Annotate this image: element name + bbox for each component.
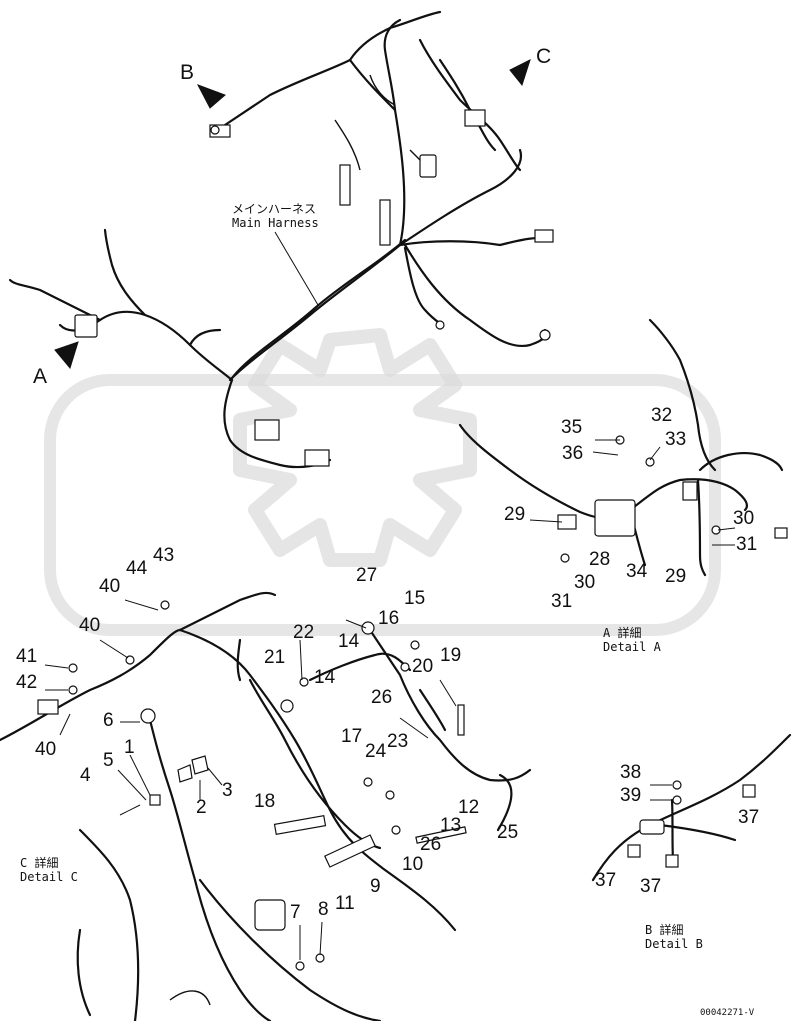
detail-b-jp: B 詳細 xyxy=(645,923,684,937)
lower-harness-assembly xyxy=(0,591,532,1021)
callout-37a: 37 xyxy=(738,807,760,828)
callout-30a: 30 xyxy=(574,572,596,593)
callout-43: 43 xyxy=(153,545,175,566)
callout-23: 23 xyxy=(387,731,409,752)
callout-8: 8 xyxy=(318,899,329,920)
callout-39: 39 xyxy=(620,785,642,806)
callout-40b: 40 xyxy=(79,615,101,636)
callout-6: 6 xyxy=(103,710,114,731)
callout-13: 13 xyxy=(440,815,462,836)
main-harness-leader xyxy=(274,231,319,306)
detail-b-assembly xyxy=(591,733,792,882)
callout-24: 24 xyxy=(365,741,387,762)
watermark-gear xyxy=(44,328,721,636)
main-harness-jp: メインハーネス xyxy=(232,202,317,216)
callout-40c: 40 xyxy=(35,739,57,760)
drawing-number: 00042271-V xyxy=(700,1008,755,1018)
callout-26a: 26 xyxy=(371,687,393,708)
callout-14b: 14 xyxy=(314,667,336,688)
callout-38: 38 xyxy=(620,762,642,783)
callout-1: 1 xyxy=(124,737,135,758)
view-arrows xyxy=(54,59,531,370)
callout-19: 19 xyxy=(440,645,462,666)
main-harness-assembly xyxy=(8,10,554,469)
callout-31b: 31 xyxy=(736,534,758,555)
detail-c-jp: C 詳細 xyxy=(20,856,59,870)
callout-36: 36 xyxy=(562,443,584,464)
callout-16: 16 xyxy=(378,608,400,629)
callout-10: 10 xyxy=(402,854,424,875)
callout-27: 27 xyxy=(356,565,378,586)
callout-20: 20 xyxy=(412,656,434,677)
callout-21: 21 xyxy=(264,647,286,668)
callout-25: 25 xyxy=(497,822,519,843)
detail-b-caption: B 詳細 Detail B xyxy=(645,923,703,952)
callout-33: 33 xyxy=(665,429,687,450)
callout-35: 35 xyxy=(561,417,583,438)
callout-32: 32 xyxy=(651,405,673,426)
callout-31a: 31 xyxy=(551,591,573,612)
detail-b-en: Detail B xyxy=(645,936,703,951)
view-marker-a: A xyxy=(33,365,48,388)
callout-40a: 40 xyxy=(99,576,121,597)
detail-c-caption: C 詳細 Detail C xyxy=(20,856,78,885)
callout-2: 2 xyxy=(196,797,207,818)
detail-a-jp: A 詳細 xyxy=(603,626,642,640)
callout-11: 11 xyxy=(335,893,355,914)
detail-a-assembly xyxy=(458,318,788,577)
callout-30b: 30 xyxy=(733,508,755,529)
callout-15: 15 xyxy=(404,588,426,609)
callout-22: 22 xyxy=(293,622,315,643)
callout-18: 18 xyxy=(254,791,276,812)
view-marker-c: C xyxy=(536,45,552,68)
callout-29a: 29 xyxy=(504,504,526,525)
detail-a-en: Detail A xyxy=(603,639,661,654)
callout-41: 41 xyxy=(16,646,38,667)
callout-29b: 29 xyxy=(665,566,687,587)
callout-26b: 26 xyxy=(420,834,442,855)
main-harness-en: Main Harness xyxy=(232,215,319,230)
callout-28: 28 xyxy=(589,549,611,570)
callout-37b: 37 xyxy=(595,870,617,891)
callout-9: 9 xyxy=(370,876,381,897)
callout-17: 17 xyxy=(341,726,363,747)
callout-42: 42 xyxy=(16,672,38,693)
callout-5: 5 xyxy=(103,750,114,771)
callout-44: 44 xyxy=(126,558,148,579)
callout-12: 12 xyxy=(458,797,480,818)
callout-4: 4 xyxy=(80,765,91,786)
callout-37c: 37 xyxy=(640,876,662,897)
callout-3: 3 xyxy=(222,780,233,801)
view-marker-b: B xyxy=(180,61,195,84)
main-harness-caption: メインハーネス Main Harness xyxy=(232,202,319,231)
detail-a-caption: A 詳細 Detail A xyxy=(603,626,661,655)
callout-14a: 14 xyxy=(338,631,360,652)
detail-c-en: Detail C xyxy=(20,869,78,884)
callout-34: 34 xyxy=(626,561,648,582)
callout-7: 7 xyxy=(290,902,301,923)
